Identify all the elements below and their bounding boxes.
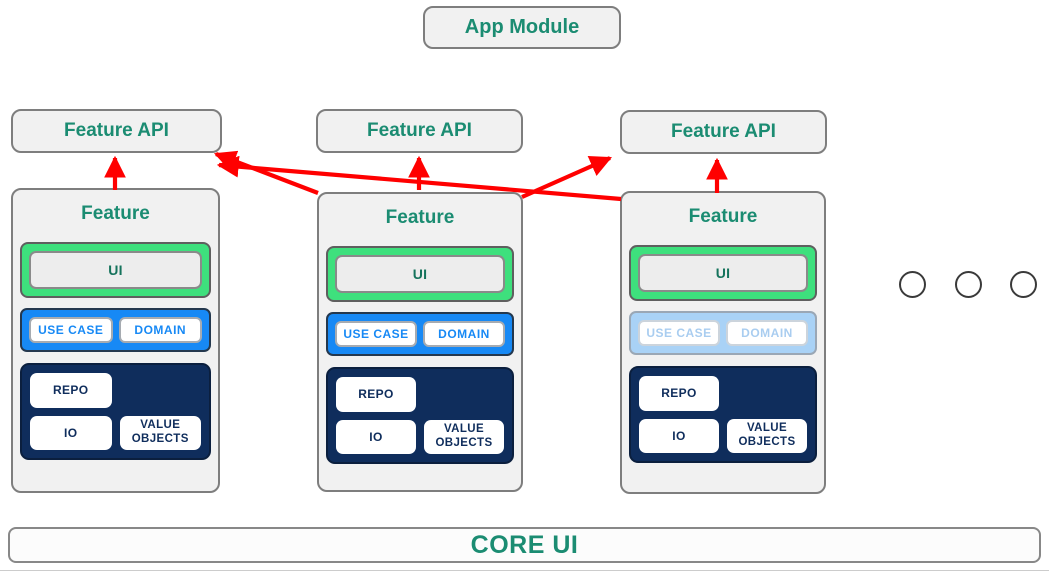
value-objects-box: VALUE OBJECTS	[424, 419, 504, 454]
ui-box: UI	[335, 255, 505, 293]
domain-box: DOMAIN	[118, 317, 202, 343]
feature-title: Feature	[385, 207, 455, 228]
data-layer: REPO IO VALUE OBJECTS	[20, 363, 211, 460]
app-module-label: App Module	[464, 16, 580, 38]
domain-box: DOMAIN	[423, 321, 505, 347]
domain-box: DOMAIN	[726, 320, 808, 346]
feature-api-box-3: Feature API	[620, 110, 827, 154]
feature-api-box-2: Feature API	[316, 109, 523, 153]
feature-title: Feature	[81, 203, 150, 224]
io-box: IO	[336, 419, 416, 454]
ui-box: UI	[638, 254, 808, 292]
feature-api-label: Feature API	[671, 121, 776, 142]
ui-layer: UI	[20, 242, 211, 298]
feature-box-3: Feature UI USE CASE DOMAIN REPO IO VALUE…	[620, 191, 826, 494]
feature-api-label: Feature API	[367, 120, 472, 141]
repo-box: REPO	[336, 377, 416, 412]
ui-box: UI	[29, 251, 202, 289]
io-box: IO	[30, 415, 112, 450]
ui-layer: UI	[629, 245, 817, 301]
domain-layer: USE CASE DOMAIN	[326, 312, 514, 356]
arrow-feature2-to-api3	[521, 155, 612, 199]
arrow-feature2-to-api1	[213, 150, 319, 195]
domain-layer-dimmed: USE CASE DOMAIN	[629, 311, 817, 355]
ellipsis-circle	[954, 271, 982, 298]
value-objects-box: VALUE OBJECTS	[727, 418, 807, 453]
core-ui-label: CORE UI	[470, 530, 579, 559]
data-layer: REPO IO VALUE OBJECTS	[326, 367, 514, 464]
value-objects-box: VALUE OBJECTS	[119, 415, 201, 450]
repo-box: REPO	[639, 376, 719, 411]
ellipsis-circle	[899, 271, 926, 298]
use-case-box: USE CASE	[335, 321, 417, 347]
core-ui-box: CORE UI	[8, 527, 1041, 563]
repo-box: REPO	[30, 373, 112, 408]
io-box: IO	[639, 418, 719, 453]
feature-title: Feature	[688, 206, 758, 227]
feature-box-1: Feature UI USE CASE DOMAIN REPO IO VALUE…	[11, 188, 220, 493]
feature-api-box-1: Feature API	[11, 109, 222, 153]
ui-layer: UI	[326, 246, 514, 302]
app-module-box: App Module	[423, 6, 621, 49]
feature-api-label: Feature API	[64, 120, 169, 141]
data-layer: REPO IO VALUE OBJECTS	[629, 366, 817, 463]
feature-box-2: Feature UI USE CASE DOMAIN REPO IO VALUE…	[317, 192, 523, 492]
use-case-box: USE CASE	[29, 317, 113, 343]
use-case-box: USE CASE	[638, 320, 720, 346]
domain-layer: USE CASE DOMAIN	[20, 308, 211, 352]
ellipsis-circle	[1010, 271, 1037, 298]
